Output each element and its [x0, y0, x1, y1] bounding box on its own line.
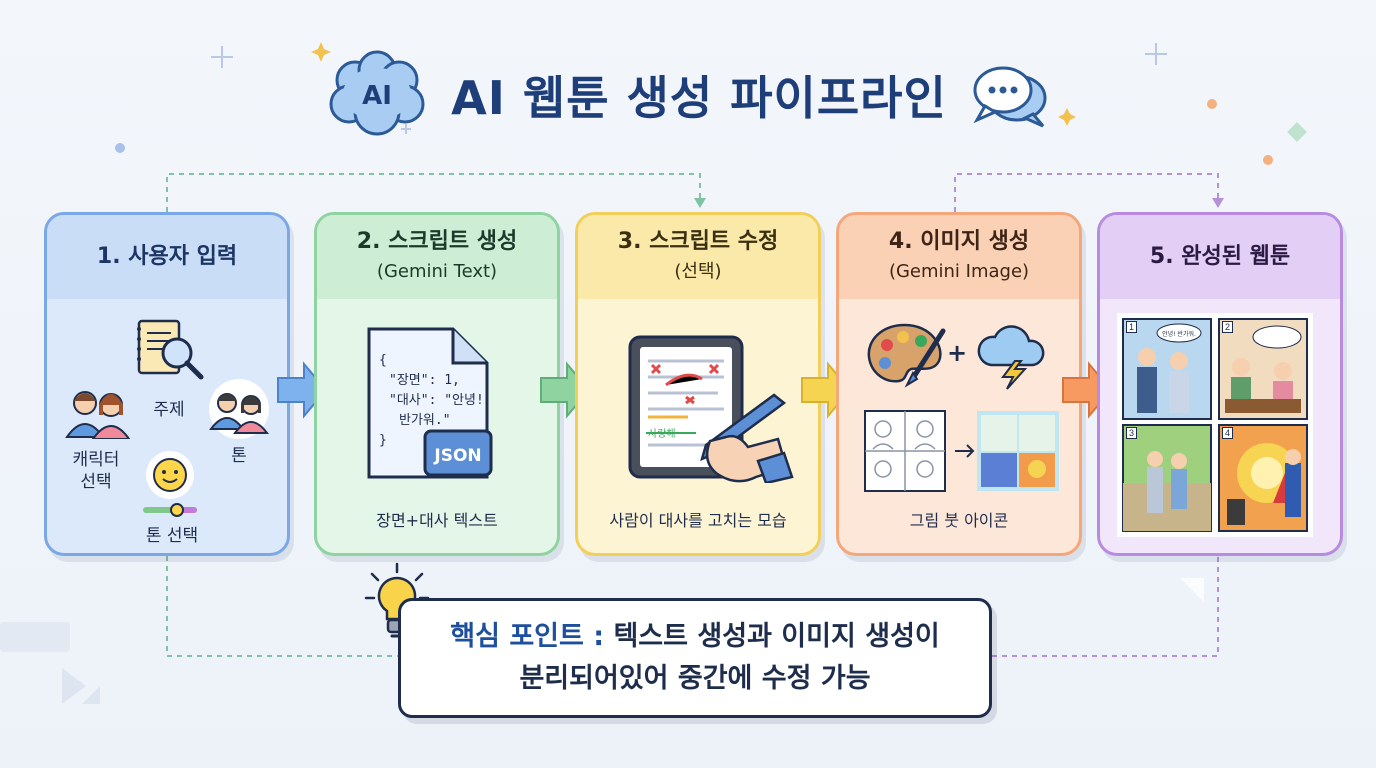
step-5-card: 5. 완성된 웹툰 안녕! 반가워.: [1097, 212, 1343, 556]
code-line-2: "대사": "안녕!: [389, 393, 484, 408]
step-1-header: 1. 사용자 입력: [47, 215, 287, 299]
ai-brain-icon: AI: [329, 50, 425, 136]
panel-number-1: 1: [1126, 321, 1138, 333]
page-title: AI 웹툰 생성 파이프라인: [451, 71, 947, 125]
step-4-subtitle: (Gemini Image): [888, 261, 1030, 282]
plus-sign: +: [947, 339, 968, 367]
character-select-label: 캐릭터 선택: [72, 450, 120, 492]
tone-people-icon: [209, 379, 269, 439]
code-line-1: "장면": 1,: [389, 373, 460, 388]
key-point-text-2: 분리되어있어 중간에 수정 가능: [519, 663, 871, 694]
step-3-body: 사랑해 사람이 대사를 고치는 모습: [578, 299, 818, 553]
step-4-body: + 그림 붓 아이콘: [839, 299, 1079, 553]
panel-number-4: 4: [1222, 427, 1234, 439]
code-open-brace: {: [379, 353, 387, 368]
key-point-label: 핵심 포인트 :: [450, 621, 605, 652]
step-5-header: 5. 완성된 웹툰: [1100, 215, 1340, 299]
json-badge: JSON: [433, 446, 481, 466]
code-line-3: 반가워.": [399, 413, 451, 428]
step-1-body: 주제 캐릭터 선택 톤 톤 선택: [47, 299, 287, 553]
step-3-title: 3. 스크립트 수정: [617, 229, 779, 254]
step-2-body: JSON { "장면": 1, "대사": "안녕! 반가워." } 장면+대사…: [317, 299, 557, 553]
step-3-header: 3. 스크립트 수정 (선택): [578, 215, 818, 299]
step-4-title: 4. 이미지 생성: [888, 229, 1030, 254]
palette-brush-icon: [867, 323, 946, 388]
smiley-slider-icon: [143, 451, 197, 517]
sketch-to-color-icon: [864, 410, 1059, 492]
cloud-lightning-icon: [977, 325, 1045, 390]
step-1-card: 1. 사용자 입력 주제 캐릭터 선택 톤: [44, 212, 290, 556]
document-icon: JSON: [367, 327, 493, 479]
step-3-caption: 사람이 대사를 고치는 모습: [609, 511, 787, 530]
key-point-box: 핵심 포인트 : 텍스트 생성과 이미지 생성이 분리되어있어 중간에 수정 가…: [398, 598, 992, 718]
webtoon-comic-image: 안녕! 반가워.: [1117, 313, 1313, 537]
step-2-caption: 장면+대사 텍스트: [376, 511, 498, 530]
step-2-header: 2. 스크립트 생성 (Gemini Text): [317, 215, 557, 299]
step-5-title: 5. 완성된 웹툰: [1149, 244, 1291, 269]
step-5-body: 안녕! 반가워. 1 2 3 4: [1100, 299, 1340, 553]
key-point-line-1: 핵심 포인트 : 텍스트 생성과 이미지 생성이: [450, 616, 940, 658]
chat-bubble-icon: [973, 66, 1047, 128]
step-3-subtitle: (선택): [674, 261, 722, 282]
step-4-card: 4. 이미지 생성 (Gemini Image) +: [836, 212, 1082, 556]
tone-label: 톤: [231, 446, 247, 466]
tablet-edit-icon: 사랑해: [628, 335, 794, 483]
notebook-search-icon: [137, 319, 204, 380]
step-2-card: 2. 스크립트 생성 (Gemini Text) JSON { "장면": 1,…: [314, 212, 560, 556]
panel-number-3: 3: [1126, 427, 1138, 439]
script-code: { "장면": 1, "대사": "안녕! 반가워." }: [379, 351, 484, 451]
ai-brain-label: AI: [362, 81, 392, 111]
topic-label: 주제: [153, 400, 185, 420]
step-2-title: 2. 스크립트 생성: [356, 229, 518, 254]
panel-number-2: 2: [1222, 321, 1234, 333]
speech-bubble-text: 안녕! 반가워.: [1162, 330, 1196, 338]
code-close-brace: }: [379, 433, 387, 448]
step-3-card: 3. 스크립트 수정 (선택) 사랑해 사람이 대사를 고치는 모습: [575, 212, 821, 556]
title-row: AI AI 웹툰 생성 파이프라인: [0, 50, 1376, 140]
character-pair-icon: [65, 391, 131, 439]
tone-select-label: 톤 선택: [145, 526, 199, 546]
step-4-header: 4. 이미지 생성 (Gemini Image): [839, 215, 1079, 299]
key-point-text-1: 텍스트 생성과 이미지 생성이: [613, 621, 940, 652]
step-4-caption: 그림 붓 아이콘: [909, 511, 1009, 530]
step-1-title: 1. 사용자 입력: [96, 244, 238, 269]
step-2-subtitle: (Gemini Text): [376, 261, 498, 282]
